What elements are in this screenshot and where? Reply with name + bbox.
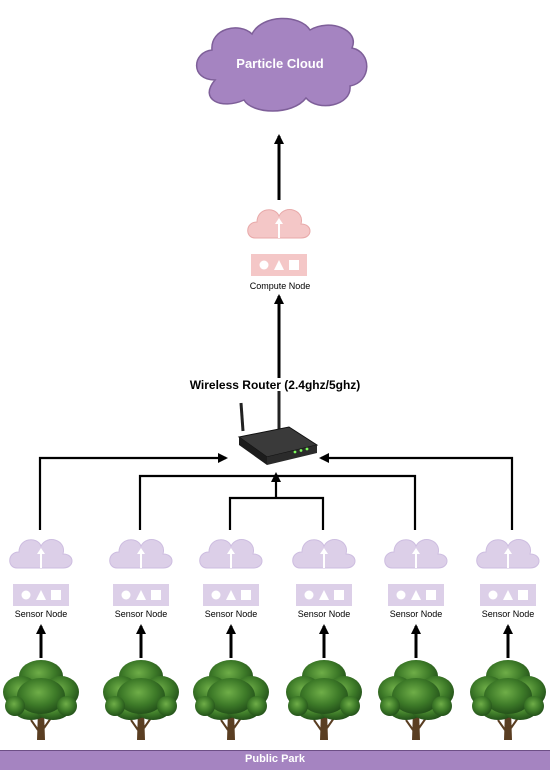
compute-node-icon bbox=[247, 209, 311, 276]
sensor-label-3: Sensor Node bbox=[204, 609, 258, 619]
sensor-label-1: Sensor Node bbox=[14, 609, 68, 619]
trees bbox=[3, 660, 546, 740]
sensor-label-4: Sensor Node bbox=[297, 609, 351, 619]
tree-icon-2 bbox=[103, 660, 179, 740]
particle-cloud-shape bbox=[196, 17, 368, 112]
sensor-to-router-connectors bbox=[38, 453, 514, 530]
tree-icon-3 bbox=[193, 660, 269, 740]
compute-node-label: Compute Node bbox=[249, 281, 311, 291]
tree-icon-1 bbox=[3, 660, 79, 740]
tree-icon-4 bbox=[286, 660, 362, 740]
sensor-node-icon-2 bbox=[109, 539, 173, 606]
public-park-label: Public Park bbox=[245, 753, 305, 765]
tree-icon-5 bbox=[378, 660, 454, 740]
sensor-nodes bbox=[9, 539, 540, 658]
sensor-node-icon-3 bbox=[199, 539, 263, 606]
sensor-node-icon-1 bbox=[9, 539, 73, 606]
sensor-label-2: Sensor Node bbox=[114, 609, 168, 619]
public-park-bar bbox=[0, 750, 550, 770]
wireless-router-label: Wireless Router (2.4ghz/5ghz) bbox=[189, 378, 361, 392]
sensor-node-icon-5 bbox=[384, 539, 448, 606]
sensor-label-6: Sensor Node bbox=[481, 609, 535, 619]
sensor-node-icon-4 bbox=[292, 539, 356, 606]
tree-icon-6 bbox=[470, 660, 546, 740]
particle-cloud-label: Particle Cloud bbox=[236, 56, 324, 71]
sensor-node-icon-6 bbox=[476, 539, 540, 606]
wireless-router-icon bbox=[237, 391, 319, 465]
sensor-label-5: Sensor Node bbox=[389, 609, 443, 619]
